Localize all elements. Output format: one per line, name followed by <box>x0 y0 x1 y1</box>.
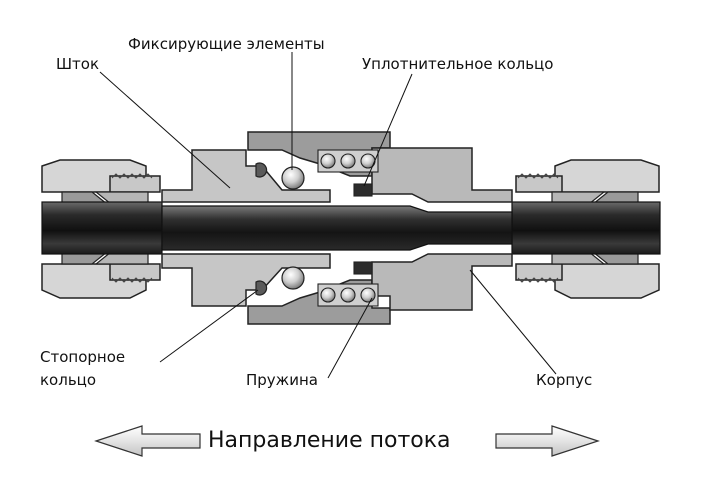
locking-balls <box>281 166 305 290</box>
o-ring <box>353 183 373 275</box>
label-locking-elements: Фиксирующие элементы <box>128 35 325 53</box>
left-nut-threads <box>111 173 153 283</box>
stem <box>161 149 331 307</box>
label-spring: Пружина <box>246 371 318 389</box>
label-retaining-ring-line2: кольцо <box>40 371 97 389</box>
stem-inner-bore <box>161 205 513 251</box>
spring <box>317 149 379 307</box>
left-nut <box>41 159 161 299</box>
left-arrow <box>94 425 201 457</box>
label-flow-direction: Направление потока <box>208 428 451 453</box>
flow-arrows <box>94 425 600 457</box>
right-nut-threads <box>517 173 559 283</box>
label-o-ring: Уплотнительное кольцо <box>362 55 554 73</box>
left-tube <box>41 201 163 255</box>
label-stem: Шток <box>56 55 100 73</box>
right-tube <box>511 201 661 255</box>
retaining-ring <box>255 162 268 296</box>
right-arrow <box>495 425 600 457</box>
body <box>371 147 513 311</box>
label-body: Корпус <box>536 371 593 389</box>
label-retaining-ring-line1: Стопорное <box>40 348 126 366</box>
leader-lines <box>99 52 557 379</box>
